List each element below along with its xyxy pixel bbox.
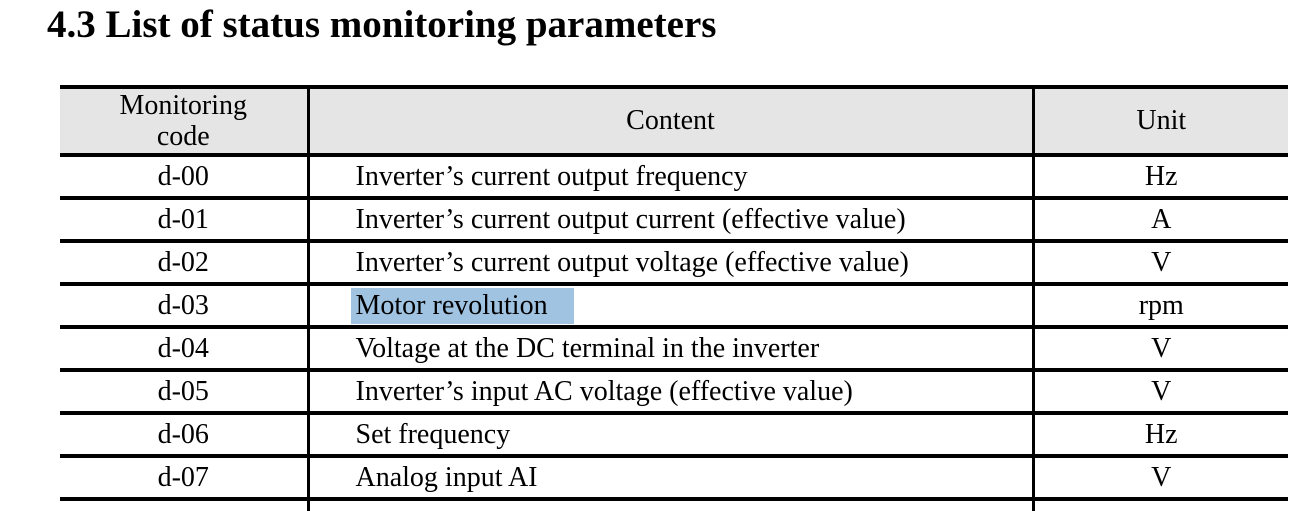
monitoring-code: d-03 — [60, 284, 308, 329]
monitoring-code: d-05 — [60, 370, 308, 415]
monitoring-code: d-07 — [60, 456, 308, 501]
content-cell: Set frequency — [306, 413, 1035, 458]
content-text: Voltage at the DC terminal in the invert… — [355, 332, 820, 364]
unit-cell: V — [1033, 327, 1288, 372]
content-text: Analog input AI — [355, 461, 538, 493]
table-row: d-07 Analog input AI V — [60, 456, 1288, 501]
monitoring-code: d-00 — [60, 155, 308, 200]
header-monitoring-code: Monitoring code — [60, 85, 308, 157]
table-header: Monitoring code Content Unit — [60, 85, 1288, 157]
unit-cell: V — [1033, 241, 1288, 286]
content-text: Inverter’s input AC voltage (effective v… — [355, 375, 853, 407]
content-cell: Motor revolution — [306, 284, 1035, 329]
monitoring-code: d-02 — [60, 241, 308, 286]
table-row-partial — [60, 499, 1288, 511]
content-cell: Voltage at the DC terminal in the invert… — [306, 327, 1035, 372]
table-row: d-02 Inverter’s current output voltage (… — [60, 241, 1288, 286]
content-text: Inverter’s current output current (effec… — [355, 203, 906, 235]
table-row: d-04 Voltage at the DC terminal in the i… — [60, 327, 1288, 372]
unit-cell: V — [1033, 370, 1288, 415]
monitoring-code: d-04 — [60, 327, 308, 372]
selected-text-highlight[interactable]: Motor revolution — [350, 287, 574, 324]
unit-cell: V — [1033, 456, 1288, 501]
header-content: Content — [306, 85, 1035, 157]
content-cell: Analog input AI — [306, 456, 1035, 501]
content-cell: Inverter’s input AC voltage (effective v… — [306, 370, 1035, 415]
table-row: d-00 Inverter’s current output frequency… — [60, 155, 1288, 200]
monitoring-code: d-06 — [60, 413, 308, 458]
table-row: d-05 Inverter’s input AC voltage (effect… — [60, 370, 1288, 415]
content-text: Set frequency — [355, 418, 511, 450]
content-cell: Inverter’s current output current (effec… — [306, 198, 1035, 243]
unit-cell: Hz — [1033, 413, 1288, 458]
content-cell: Inverter’s current output voltage (effec… — [306, 241, 1035, 286]
header-unit: Unit — [1033, 85, 1288, 157]
content-text: Inverter’s current output frequency — [355, 160, 748, 192]
unit-cell: Hz — [1033, 155, 1288, 200]
status-monitoring-parameters-table: Monitoring code Content Unit d-00 Invert… — [60, 85, 1288, 511]
table-row: d-01 Inverter’s current output current (… — [60, 198, 1288, 243]
unit-cell: A — [1033, 198, 1288, 243]
header-row: Monitoring code Content Unit — [60, 85, 1288, 157]
table-row: d-06 Set frequency Hz — [60, 413, 1288, 458]
monitoring-code: d-01 — [60, 198, 308, 243]
content-cell: Inverter’s current output frequency — [306, 155, 1035, 200]
unit-cell: rpm — [1033, 284, 1288, 329]
content-text: Inverter’s current output voltage (effec… — [355, 246, 909, 278]
table-row: d-03 Motor revolution rpm — [60, 284, 1288, 329]
section-title: 4.3 List of status monitoring parameters — [47, 3, 717, 46]
